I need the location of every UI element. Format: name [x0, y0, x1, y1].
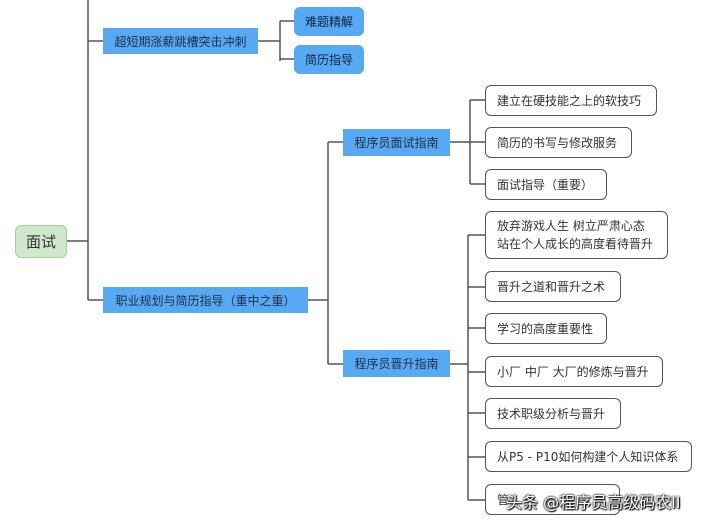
- leaf-resume-writing-label: 简历的书写与修改服务: [497, 136, 618, 150]
- leaf-serious-mindset-line2: 站在个人成长的高度看待晋升: [497, 237, 654, 251]
- leaf-tech-levels-label: 技术职级分析与晋升: [497, 407, 606, 421]
- leaf-serious-mindset[interactable]: 放弃游戏人生 树立严肃心态 站在个人成长的高度看待晋升: [485, 211, 668, 259]
- leaf-resume-writing[interactable]: 简历的书写与修改服务: [485, 127, 632, 158]
- node-interview-guide[interactable]: 程序员面试指南: [343, 129, 450, 156]
- leaf-learning-importance[interactable]: 学习的高度重要性: [485, 313, 607, 344]
- leaf-promotion-ways[interactable]: 晋升之道和晋升之术: [485, 271, 621, 302]
- node-hard-problems[interactable]: 难题精解: [294, 7, 364, 36]
- watermark-text: 头条 @程序员高级码农II: [506, 493, 681, 512]
- leaf-company-size-growth-label: 小厂 中厂 大厂的修炼与晋升: [497, 365, 649, 379]
- leaf-promotion-ways-label: 晋升之道和晋升之术: [497, 280, 606, 294]
- branch-sprint-label: 超短期涨薪跳槽突击冲刺: [114, 34, 247, 49]
- node-resume-guide-label: 简历指导: [304, 53, 353, 67]
- node-promotion-guide-label: 程序员晋升指南: [354, 357, 439, 371]
- node-interview-guide-label: 程序员面试指南: [354, 136, 439, 150]
- root-label: 面试: [25, 233, 56, 251]
- leaf-management[interactable]: 管: [485, 484, 620, 515]
- leaf-soft-skills-label: 建立在硬技能之上的软技巧: [497, 94, 642, 108]
- leaf-management-label: 管: [497, 493, 510, 507]
- leaf-company-size-growth[interactable]: 小厂 中厂 大厂的修炼与晋升: [485, 356, 663, 387]
- watermark: 头条 @程序员高级码农II: [506, 486, 716, 516]
- node-resume-guide[interactable]: 简历指导: [294, 45, 364, 74]
- root-node[interactable]: 面试: [15, 225, 67, 258]
- leaf-interview-coaching[interactable]: 面试指导（重要）: [485, 169, 607, 200]
- node-promotion-guide[interactable]: 程序员晋升指南: [343, 350, 450, 377]
- leaf-tech-levels[interactable]: 技术职级分析与晋升: [485, 398, 621, 429]
- leaf-serious-mindset-line1: 放弃游戏人生 树立严肃心态: [497, 219, 645, 233]
- branch-career[interactable]: 职业规划与简历指导（重中之重）: [103, 287, 308, 313]
- branch-sprint[interactable]: 超短期涨薪跳槽突击冲刺: [103, 28, 258, 54]
- leaf-knowledge-system[interactable]: 从P5 - P10如何构建个人知识体系: [485, 441, 692, 472]
- branch-career-label: 职业规划与简历指导（重中之重）: [115, 293, 296, 308]
- leaf-learning-importance-label: 学习的高度重要性: [497, 322, 594, 336]
- leaf-soft-skills[interactable]: 建立在硬技能之上的软技巧: [485, 85, 657, 116]
- node-hard-problems-label: 难题精解: [304, 15, 353, 29]
- leaf-knowledge-system-label: 从P5 - P10如何构建个人知识体系: [497, 450, 679, 464]
- leaf-interview-coaching-label: 面试指导（重要）: [497, 178, 594, 192]
